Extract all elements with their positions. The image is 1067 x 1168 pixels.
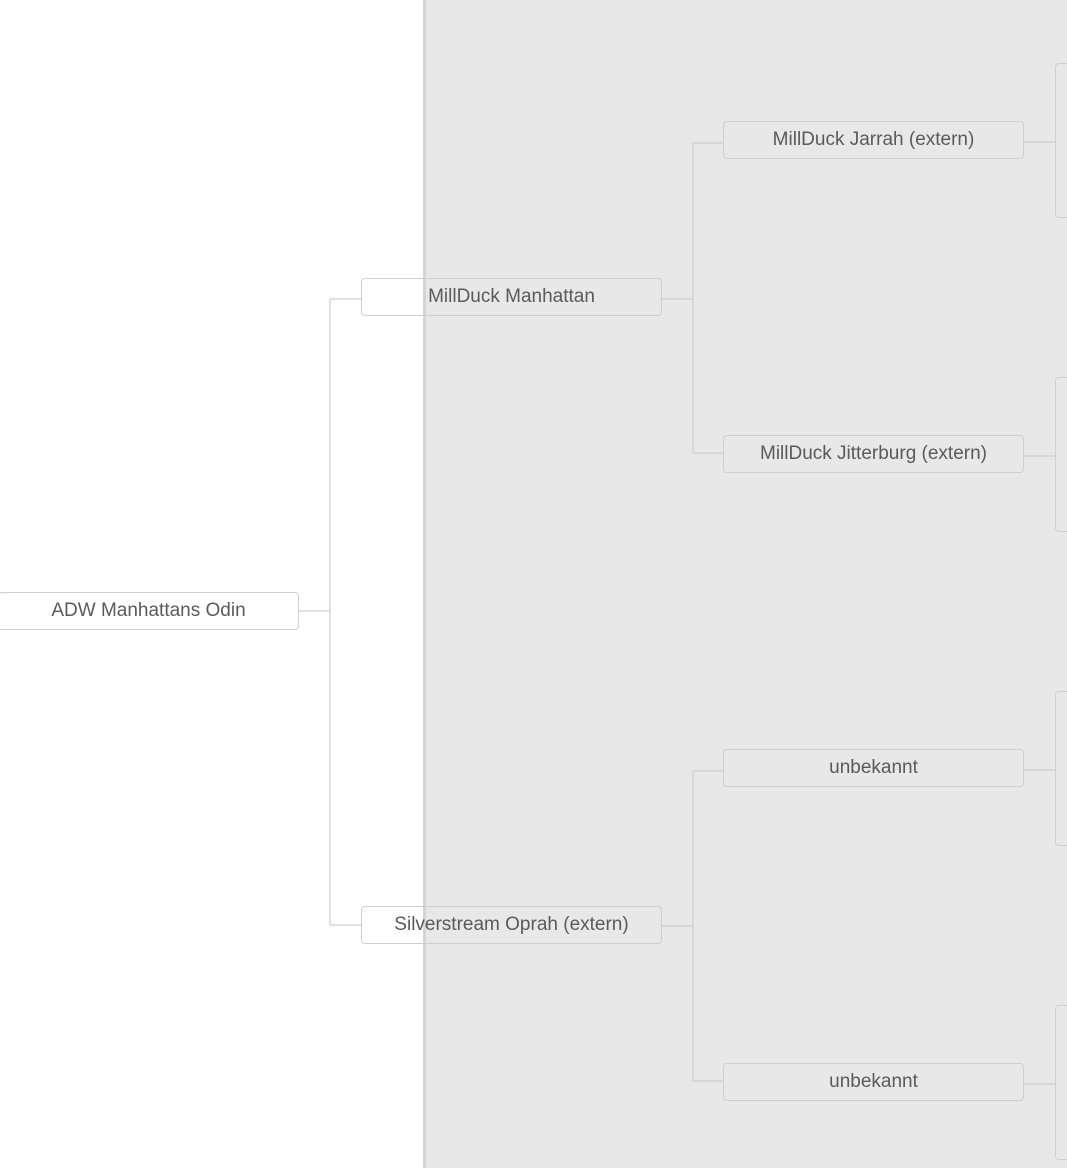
subject-node[interactable]: ADW Manhattans Odin (0, 592, 299, 630)
sire-node[interactable]: MillDuck Manhattan (361, 278, 662, 316)
dam-node[interactable]: Silverstream Oprah (extern) (361, 906, 662, 944)
sire-dam-node[interactable]: MillDuck Jitterburg (extern) (723, 435, 1024, 473)
dam-sire-node[interactable]: unbekannt (723, 749, 1024, 787)
great-grandparent-node[interactable] (1055, 377, 1067, 532)
great-grandparent-node[interactable] (1055, 691, 1067, 846)
sire-sire-node[interactable]: MillDuck Jarrah (extern) (723, 121, 1024, 159)
dam-dam-node[interactable]: unbekannt (723, 1063, 1024, 1101)
great-grandparent-node[interactable] (1055, 63, 1067, 218)
side-panel-overlay (423, 0, 1067, 1168)
great-grandparent-node[interactable] (1055, 1005, 1067, 1160)
